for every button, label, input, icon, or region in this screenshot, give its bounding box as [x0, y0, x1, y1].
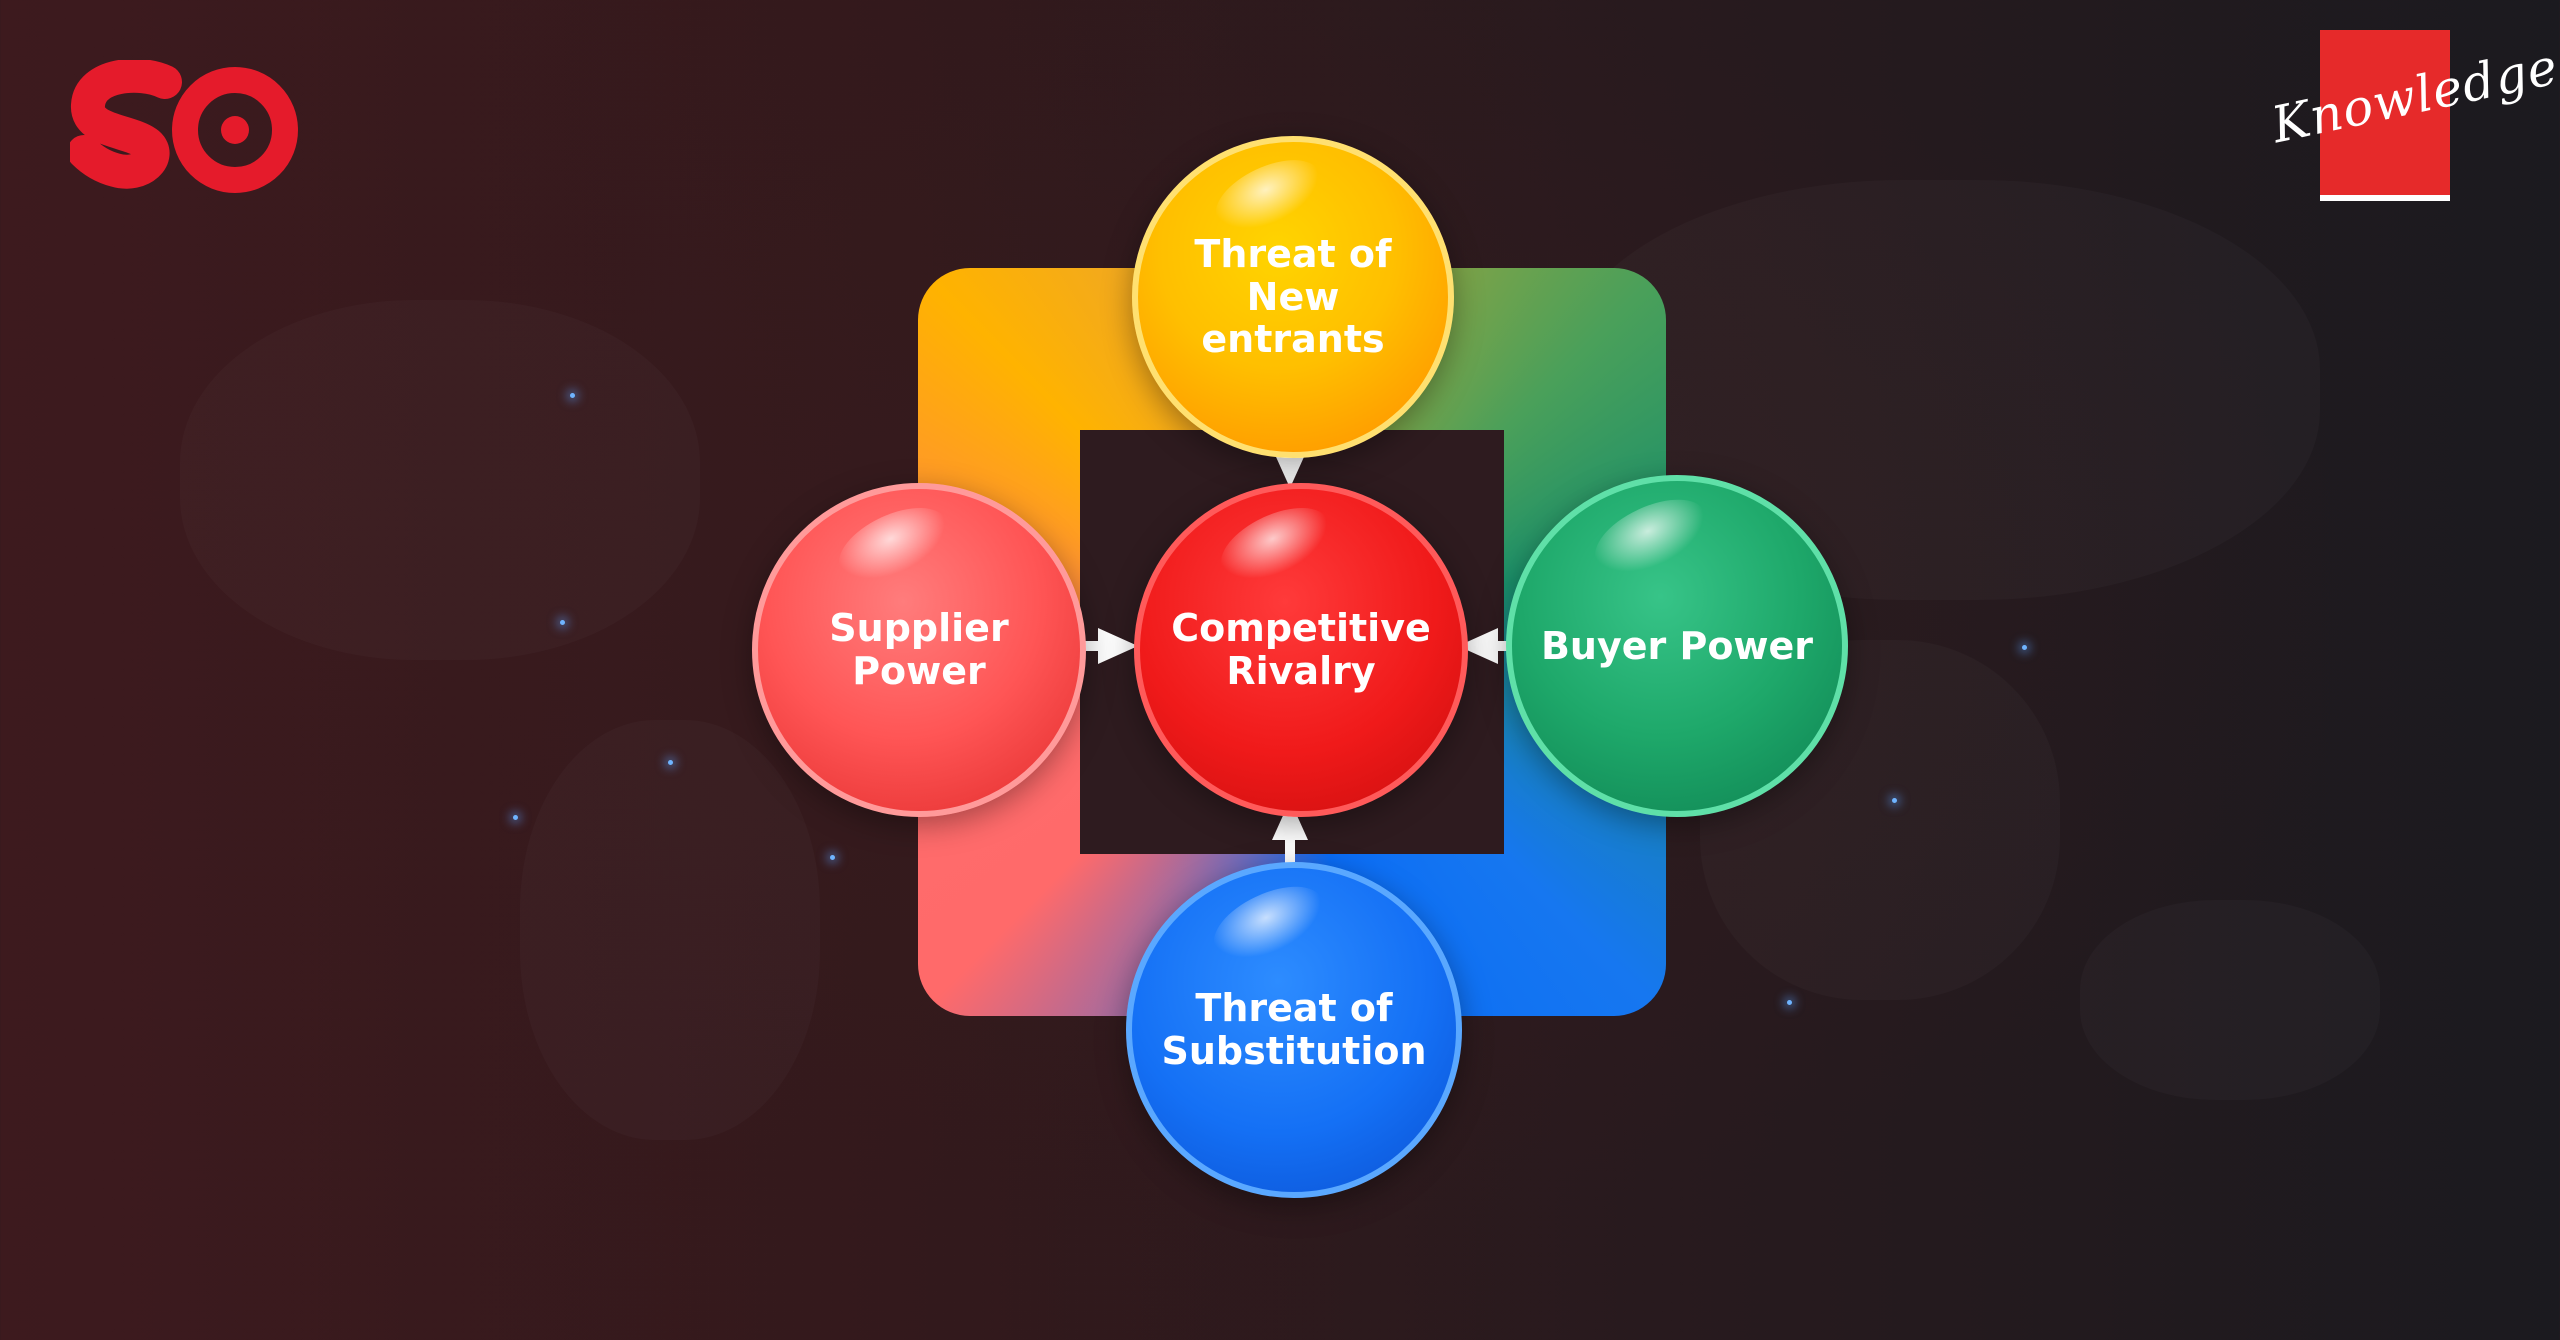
logo-o-dot: [221, 116, 249, 144]
sparkle: [830, 855, 835, 860]
bubble-highlight: [1584, 485, 1717, 590]
sparkle: [668, 760, 673, 765]
node-label: Threat of New entrants: [1194, 232, 1392, 362]
logo-o-ring: [172, 67, 298, 193]
threat-of-new-entrants-node: Threat of New entrants: [1132, 136, 1454, 458]
sparkle: [2022, 645, 2027, 650]
sparkle: [513, 815, 518, 820]
bubble-highlight: [1205, 145, 1331, 244]
threat-of-substitution-node: Threat of Substitution: [1126, 862, 1462, 1198]
badge-red-block: [2320, 30, 2450, 201]
bubble-highlight: [828, 492, 958, 595]
supplier-power-node: Supplier Power: [752, 483, 1086, 817]
node-label: Competitive Rivalry: [1171, 606, 1431, 693]
bubble-highlight: [1210, 492, 1340, 595]
so-logo: SO: [67, 58, 300, 210]
sparkle: [570, 393, 575, 398]
sparkle: [1892, 798, 1897, 803]
logo-s-shape: [67, 58, 182, 189]
bubble-highlight: [1202, 871, 1334, 975]
competitive-rivalry-node: Competitive Rivalry: [1134, 483, 1468, 817]
buyer-power-node: Buyer Power: [1506, 475, 1848, 817]
sparkle: [560, 620, 565, 625]
sparkle: [1787, 1000, 1792, 1005]
node-label: Buyer Power: [1540, 623, 1814, 668]
node-label: Threat of Substitution: [1161, 986, 1427, 1073]
node-label: Supplier Power: [829, 606, 1009, 693]
knowledge-badge: Knowledge.: [2267, 0, 2560, 210]
